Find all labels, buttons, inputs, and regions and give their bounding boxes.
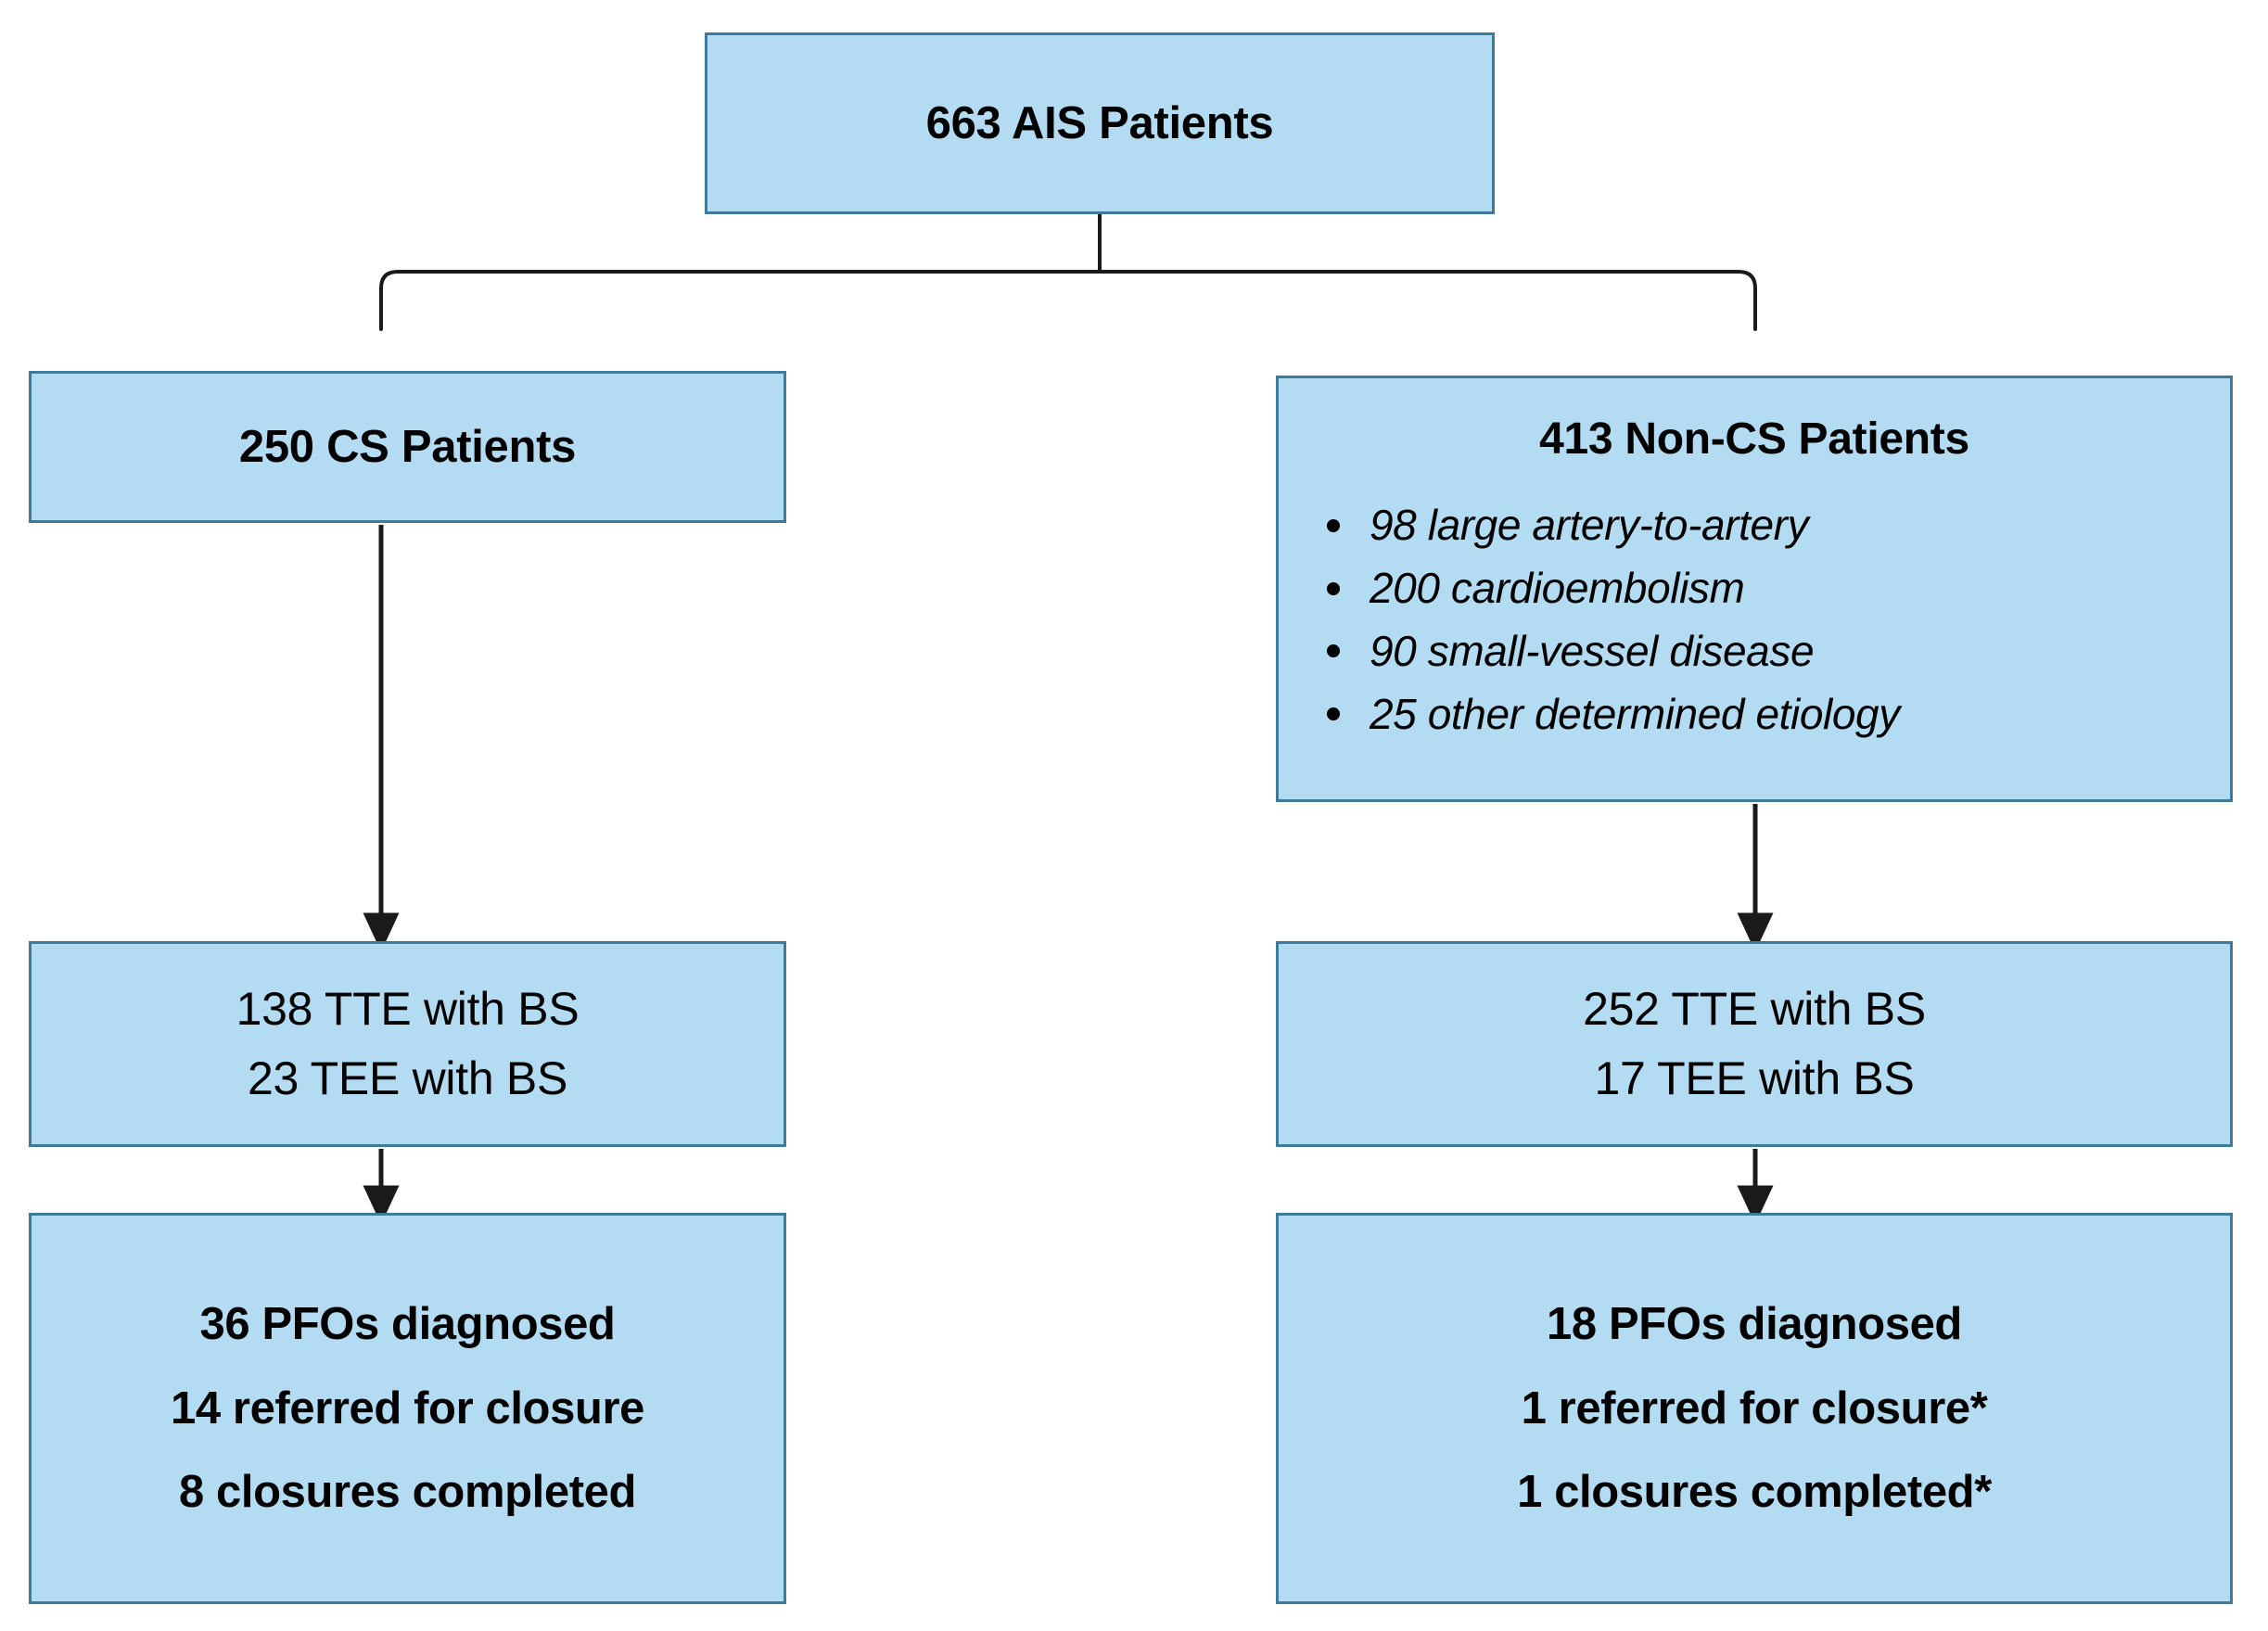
node-noncs-outcomes: 18 PFOs diagnosed 1 referred for closure…: [1276, 1213, 2233, 1604]
list-item: 200 cardioembolism: [1319, 564, 2215, 613]
edge-root-to-cs: [379, 270, 1102, 331]
node-cs-outcomes-referred: 14 referred for closure: [171, 1383, 644, 1433]
node-cs-outcomes: 36 PFOs diagnosed 14 referred for closur…: [29, 1213, 786, 1604]
node-noncs-echo-tee: 17 TEE with BS: [1594, 1052, 1915, 1104]
node-cs-echo-tee: 23 TEE with BS: [247, 1052, 568, 1104]
node-noncs-echo-findings: 252 TTE with BS 17 TEE with BS: [1276, 941, 2233, 1147]
node-cs-patients: 250 CS Patients: [29, 371, 786, 523]
list-item: 98 large artery-to-artery: [1319, 501, 2215, 550]
node-cs-echo-tte: 138 TTE with BS: [236, 982, 580, 1035]
node-total-ais-patients: 663 AIS Patients: [705, 32, 1495, 214]
node-noncs-patients-headline: 413 Non-CS Patients: [1539, 414, 1969, 464]
node-noncs-outcomes-referred: 1 referred for closure*: [1521, 1383, 1988, 1433]
edge-root-to-noncs: [1098, 270, 1757, 331]
node-total-ais-patients-label: 663 AIS Patients: [925, 97, 1274, 148]
node-noncs-echo-tte: 252 TTE with BS: [1583, 982, 1926, 1035]
list-item: 25 other determined etiology: [1319, 690, 2215, 739]
node-cs-outcomes-completed: 8 closures completed: [178, 1467, 637, 1518]
node-noncs-outcomes-diagnosed: 18 PFOs diagnosed: [1547, 1299, 1962, 1350]
list-item: 90 small-vessel disease: [1319, 627, 2215, 676]
node-noncs-patients: 413 Non-CS Patients 98 large artery-to-a…: [1276, 376, 2233, 802]
node-noncs-outcomes-completed: 1 closures completed*: [1517, 1467, 1992, 1518]
node-cs-echo-findings: 138 TTE with BS 23 TEE with BS: [29, 941, 786, 1147]
noncs-etiology-list: 98 large artery-to-artery 200 cardioembo…: [1279, 487, 2230, 753]
node-cs-patients-label: 250 CS Patients: [238, 421, 577, 472]
node-cs-outcomes-diagnosed: 36 PFOs diagnosed: [199, 1299, 616, 1350]
